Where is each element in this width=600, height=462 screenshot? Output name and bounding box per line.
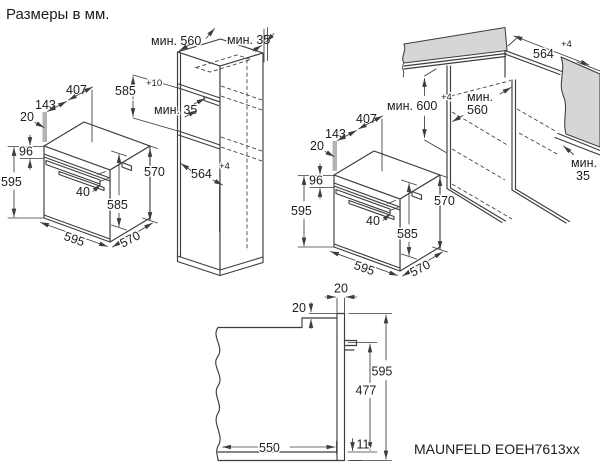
dim-top-depth: 407 <box>356 112 377 126</box>
dim-handle-depth: 40 <box>366 214 380 228</box>
side-handle <box>343 339 358 347</box>
dim-side-bottom-gap: 11 <box>357 438 370 452</box>
dim-panel-height: 96 <box>309 174 323 188</box>
dim-oven-height: 595 <box>291 204 312 218</box>
model-label: MAUNFELD EOEH7613xx <box>414 441 580 457</box>
dim-handle-depth: 40 <box>76 185 90 199</box>
worktop-cut-panel <box>560 56 600 148</box>
tall-cabinet-view: мин. 560 мин. 35 585 +10 мин. 35 564 +4 <box>114 27 275 277</box>
dim-side-front-offset: 20 <box>334 282 348 296</box>
dim-door-height: 585 <box>107 198 128 212</box>
dim-top-back-gap: мин. 35 <box>227 33 270 47</box>
dim-front-depth: 143 <box>35 98 56 112</box>
dim-counter-gap-word: мин. <box>571 156 597 170</box>
dim-vent-gap: мин. 35 <box>154 103 197 117</box>
dim-oven-height: 595 <box>1 175 22 189</box>
oven-front-view-left: 20 143 407 96 595 40 585 570 <box>0 82 166 253</box>
break-edge <box>215 326 221 462</box>
dim-side-rear-height: 477 <box>356 384 377 398</box>
dim-niche-depth-min: мин. 560 <box>151 34 201 48</box>
worktop <box>402 26 508 64</box>
dim-side-depth: 550 <box>259 441 280 455</box>
dim-counter-width-value: 560 <box>467 103 488 117</box>
dim-counter-niche-depth-tol: +4 <box>561 39 572 50</box>
oven-front-view-right: 20 143 407 96 595 40 585 570 595 570 <box>290 111 457 282</box>
dim-panel-height: 96 <box>19 145 33 159</box>
dim-counter-height-tol: +4 <box>441 92 452 103</box>
dim-body-height: 570 <box>144 165 165 179</box>
oven-handle <box>45 159 101 185</box>
front-offset-strip <box>42 112 47 142</box>
dim-niche-width: 564 <box>191 167 212 181</box>
dim-niche-height: 585 <box>115 84 136 98</box>
under-counter-view: 564 +4 мин. 600 +4 мин. 560 мин. 35 <box>386 26 600 224</box>
dim-door-height: 585 <box>397 227 418 241</box>
oven-handle <box>335 188 391 214</box>
dim-front-depth: 143 <box>325 127 346 141</box>
dim-counter-niche-depth: 564 <box>533 47 554 61</box>
dim-counter-gap-value: 35 <box>576 169 590 183</box>
page-title: Размеры в мм. <box>6 6 109 23</box>
dim-side-top-step: 20 <box>292 301 306 315</box>
dim-door-offset: 20 <box>20 110 34 124</box>
dim-niche-width-tol: +4 <box>219 161 230 172</box>
dim-side-height: 595 <box>372 365 393 379</box>
dim-body-height: 570 <box>434 194 455 208</box>
dim-top-depth: 407 <box>66 83 87 97</box>
oven-vent <box>411 190 423 201</box>
oven-vent <box>121 161 133 172</box>
oven-side-view: 20 20 595 477 11 550 <box>215 280 394 462</box>
dim-door-offset: 20 <box>310 139 324 153</box>
dim-counter-height-min: мин. 600 <box>387 99 437 113</box>
dim-counter-width-word: мин. <box>467 90 493 104</box>
dim-niche-height-tol: +10 <box>146 78 162 89</box>
front-offset-strip <box>332 141 337 171</box>
